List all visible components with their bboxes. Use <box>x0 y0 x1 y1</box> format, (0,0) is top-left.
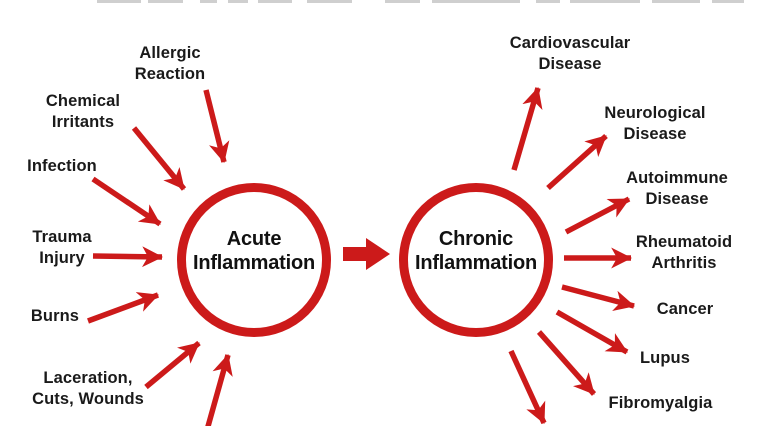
cause-label-trauma-injury: Trauma Injury <box>32 228 92 267</box>
transition-arrow-icon <box>343 238 390 270</box>
cropped-title-fragment <box>385 0 420 3</box>
outcome-label-cancer: Cancer <box>656 300 714 318</box>
cropped-title-fragment <box>307 0 352 3</box>
outcome-label-autoimmune: Autoimmune Disease <box>626 169 728 208</box>
arrow-autoimmune <box>564 196 631 235</box>
cropped-title-fragment <box>712 0 744 3</box>
cause-label-infection: Infection <box>27 157 97 175</box>
chronic-node-circle <box>399 183 553 337</box>
outcome-label-cardiovascular: Cardiovascular Disease <box>509 34 631 73</box>
arrow-trauma-injury <box>92 246 164 268</box>
outcome-label-neurological: Neurological Disease <box>604 104 706 143</box>
arrow-chemical-irritants <box>131 126 187 191</box>
arrow-burns <box>87 292 159 324</box>
arrow-down-cropped <box>508 349 547 425</box>
arrow-fibromyalgia <box>536 330 597 396</box>
cropped-title-fragment <box>200 0 217 3</box>
arrow-bottom-cropped <box>205 353 233 426</box>
cropped-title-fragment <box>536 0 560 3</box>
arrow-neurological <box>546 133 608 191</box>
cause-label-burns: Burns <box>30 307 80 325</box>
cropped-title-fragment <box>148 0 183 3</box>
outcome-label-fibromyalgia: Fibromyalgia <box>608 394 713 412</box>
outcome-label-lupus: Lupus <box>640 349 690 367</box>
cropped-title-fragment <box>652 0 700 3</box>
cropped-title-fragment <box>97 0 141 3</box>
cause-label-allergic-reaction: Allergic Reaction <box>134 44 206 83</box>
acute-inflammation-label: Acute Inflammation <box>192 228 316 274</box>
cropped-title-fragment <box>432 0 520 3</box>
arrow-allergic-reaction <box>203 89 230 164</box>
arrow-lupus <box>555 309 629 355</box>
cause-label-chemical-irritants: Chemical Irritants <box>45 92 121 131</box>
arrow-cardiovascular <box>511 86 543 171</box>
chronic-inflammation-label: Chronic Inflammation <box>414 228 538 274</box>
cropped-title-fragment <box>570 0 640 3</box>
arrow-infection <box>91 176 162 227</box>
cropped-title-fragment <box>258 0 292 3</box>
cause-label-laceration: Laceration, Cuts, Wounds <box>32 369 144 408</box>
arrow-cancer <box>561 284 636 312</box>
acute-node-circle <box>177 183 331 337</box>
outcome-label-rheumatoid: Rheumatoid Arthritis <box>635 233 733 272</box>
cropped-title-fragment <box>228 0 248 3</box>
arrow-laceration <box>144 340 201 390</box>
